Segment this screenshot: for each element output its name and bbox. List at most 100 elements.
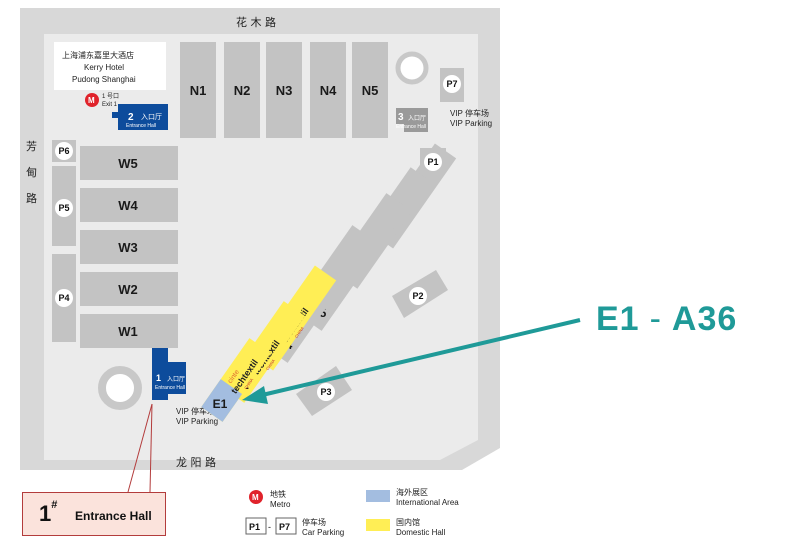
- road-south-label: 龙 阳 路: [176, 456, 216, 469]
- hall-n4[interactable]: N4: [310, 42, 346, 138]
- hall-label: W1: [118, 324, 138, 339]
- legend-metro-icon: [249, 490, 263, 504]
- entrance1-num: 1: [156, 373, 161, 383]
- legend-parking-p1-box: [245, 517, 267, 535]
- road-north-label: 花 木 路: [236, 16, 276, 29]
- road-west-label-2: 甸: [26, 166, 37, 179]
- brand-china-label: CHINA: [243, 377, 254, 390]
- hall-block: [352, 42, 388, 138]
- hall-block: [80, 146, 178, 180]
- north-halls: N1 N2 N3 N4 N5: [180, 42, 388, 138]
- parking-label: P4: [58, 293, 69, 303]
- legend-parking-p7-box: [275, 517, 297, 535]
- hall-w4[interactable]: W4: [80, 188, 178, 222]
- hall-n2[interactable]: N2: [224, 42, 260, 138]
- hall-n5[interactable]: N5: [352, 42, 388, 138]
- parking-marker-bg: [55, 289, 73, 307]
- entrance2-cn: 入口厅: [141, 113, 162, 121]
- hall-block: [80, 188, 178, 222]
- parking-label: P2: [412, 291, 423, 301]
- hall-label: W4: [118, 198, 138, 213]
- legend-domestic-swatch: [366, 519, 390, 531]
- parking-label: P5: [58, 203, 69, 213]
- hall-label: N1: [190, 83, 207, 98]
- roundabout-northeast: [395, 51, 429, 85]
- parking-p5[interactable]: P5: [55, 199, 73, 217]
- kerry-hotel-block: [54, 42, 166, 90]
- hotel-name-en2: Pudong Shanghai: [72, 75, 136, 84]
- entrance-hall-3[interactable]: [396, 108, 428, 132]
- parking-marker-bg: [55, 142, 73, 160]
- parking-marker-bg: [443, 75, 461, 93]
- vip-parking-east-cn: VIP 停车场: [450, 108, 489, 118]
- vip-parking-east-en: VIP Parking: [450, 119, 492, 128]
- entrance3-en: Entrance Hall: [396, 124, 426, 130]
- parking-label: P6: [58, 146, 69, 156]
- vip-parking-west-en: VIP Parking: [176, 417, 218, 426]
- hall-label: N2: [234, 83, 251, 98]
- metro-m-glyph: M: [88, 96, 95, 105]
- parking-p6[interactable]: P6: [55, 142, 73, 160]
- hall-label: N3: [276, 83, 293, 98]
- entrance2-en: Entrance Hall: [126, 123, 156, 129]
- international-area-block: [201, 379, 243, 422]
- entrance1-en: Entrance Hall: [155, 385, 185, 391]
- hall-w5[interactable]: W5: [80, 146, 178, 180]
- entrance-hall-1[interactable]: [152, 348, 186, 400]
- entrance-hall-2[interactable]: [112, 104, 168, 130]
- callout-leader-line-1: [127, 403, 153, 493]
- parking-label: P3: [320, 387, 331, 397]
- hall-w3[interactable]: W3: [80, 230, 178, 264]
- legend-intl-swatch: [366, 490, 390, 502]
- parking-p3[interactable]: P3: [317, 383, 335, 401]
- parking-p2[interactable]: P2: [409, 287, 427, 305]
- hall-w2[interactable]: W2: [80, 272, 178, 306]
- metro-exit-cn: 1 号口: [102, 93, 119, 100]
- entrance3-cn: 入口厅: [408, 115, 426, 122]
- parking-marker-bg: [424, 153, 442, 171]
- hall-block: [180, 42, 216, 138]
- callout-number: 1#: [39, 499, 58, 526]
- hall-block: [266, 42, 302, 138]
- hall-label: W5: [118, 156, 138, 171]
- hall-label: W2: [118, 282, 138, 297]
- entrance2-num: 2: [128, 112, 134, 123]
- hotel-name-en1: Kerry Hotel: [84, 63, 124, 72]
- parking-p1[interactable]: P1: [424, 153, 442, 171]
- roundabout-southwest: [98, 366, 142, 410]
- metro-exit-en: Exit 1: [102, 102, 118, 108]
- entrance-hall-1-callout: 1# Entrance Hall: [22, 492, 166, 536]
- hall-label: N4: [320, 83, 337, 98]
- hall-n1[interactable]: N1: [180, 42, 216, 138]
- legend-parking-to: P7: [279, 522, 290, 532]
- entrance3-num: 3: [398, 112, 404, 123]
- hall-block: [310, 42, 346, 138]
- metro-exit-icon: [85, 93, 99, 107]
- booth-pointer-line: [257, 318, 581, 398]
- vip-parking-west-cn: VIP 停车场: [176, 406, 215, 416]
- hall-n3[interactable]: N3: [266, 42, 302, 138]
- parking-marker-bg: [317, 383, 335, 401]
- hall-w1[interactable]: W1: [80, 314, 178, 348]
- hall-block: [224, 42, 260, 138]
- hall-label: N5: [362, 83, 379, 98]
- parking-marker-bg: [409, 287, 427, 305]
- parking-p7[interactable]: P7: [443, 75, 461, 93]
- callout-sup: #: [51, 499, 58, 511]
- legend-parking-from: P1: [249, 522, 260, 532]
- brand-china-label: CHINA: [265, 358, 276, 371]
- booth-dash: -: [649, 300, 662, 338]
- hall-block: [80, 230, 178, 264]
- hall-block: [80, 314, 178, 348]
- entrance1-cn: 入口厅: [167, 376, 185, 383]
- hall-block: [80, 272, 178, 306]
- parking-marker-bg: [55, 199, 73, 217]
- legend-metro-glyph: M: [252, 493, 259, 502]
- road-west-label-1: 芳: [26, 139, 37, 153]
- parking-p4[interactable]: P4: [55, 289, 73, 307]
- hall-label: W3: [118, 240, 138, 255]
